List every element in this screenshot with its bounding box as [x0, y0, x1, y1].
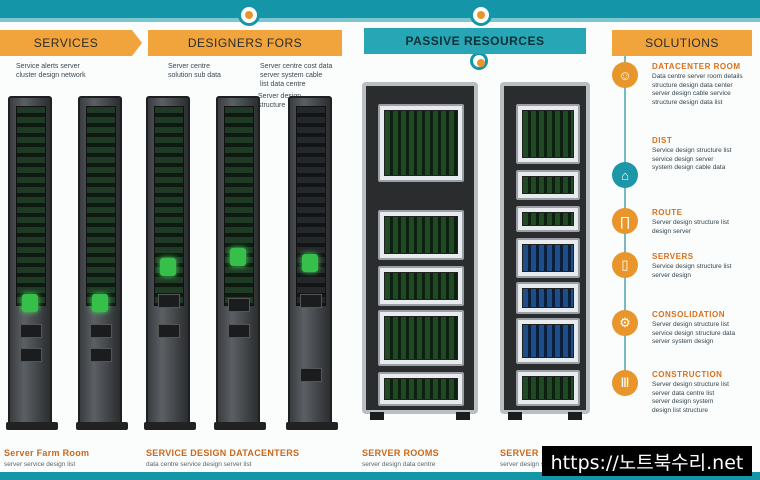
- tower-window: [296, 106, 326, 306]
- drive-bay: [158, 324, 180, 338]
- list-title: CONSOLIDATION: [652, 310, 726, 319]
- footer-text-4: server design structure: [500, 461, 567, 468]
- tower-base: [6, 422, 58, 430]
- rack-unit: [516, 104, 580, 164]
- tower-server-3: [144, 96, 196, 430]
- rack-foot: [508, 412, 522, 420]
- drive-bay: [158, 294, 180, 308]
- footer-label-3: SERVER ROOMS: [362, 448, 439, 458]
- footer-text-3: server design data centre: [362, 461, 436, 468]
- timeline-node-left: [238, 4, 260, 26]
- banner-solutions-label: SOLUTIONS: [645, 36, 719, 50]
- tower-base: [76, 422, 128, 430]
- gear-icon: ⚙: [612, 310, 638, 336]
- tower-window: [86, 106, 116, 306]
- tower-server-4: [214, 96, 266, 430]
- rack-foot: [568, 412, 582, 420]
- drive-bay: [300, 368, 322, 382]
- list-title: DIST: [652, 136, 673, 145]
- smile-icon: ☺: [612, 62, 638, 88]
- tower-base: [144, 422, 196, 430]
- drive-bay: [228, 298, 250, 312]
- list-desc: Server design structure list design serv…: [652, 219, 729, 235]
- status-led-icon: [22, 294, 38, 312]
- rack-unit: [378, 210, 464, 260]
- tower-window: [154, 106, 184, 306]
- top-header-bar: [0, 0, 760, 22]
- rack-unit: [516, 206, 580, 232]
- drive-bay: [228, 324, 250, 338]
- bottom-bar: [0, 472, 760, 480]
- banner-passive-label: PASSIVE RESOURCES: [405, 34, 545, 48]
- footer-text-1: server service design list: [4, 461, 76, 468]
- columns-icon: Ⅲ: [612, 370, 638, 396]
- gate-icon: ∏: [612, 208, 638, 234]
- rack-foot: [456, 412, 470, 420]
- rack-unit: [378, 372, 464, 406]
- status-led-icon: [230, 248, 246, 266]
- banner-solutions: SOLUTIONS: [612, 30, 752, 56]
- banner-designers-label: DESIGNERS FORS: [187, 36, 303, 50]
- list-desc: Data centre server room details structur…: [652, 73, 743, 106]
- status-led-icon: [92, 294, 108, 312]
- rack-unit: [378, 104, 464, 182]
- timeline-node-mid: [470, 52, 488, 70]
- banner-services: SERVICES: [0, 30, 142, 56]
- rack-foot: [370, 412, 384, 420]
- caption-1: Service alerts server cluster design net…: [16, 63, 86, 79]
- list-title: CONSTRUCTION: [652, 370, 723, 379]
- rack-unit: [516, 170, 580, 200]
- watermark-link: https://노트북수리.net: [542, 446, 752, 476]
- list-title: DATACENTER ROOM: [652, 62, 741, 71]
- tower-server-5: [286, 96, 338, 430]
- caption-3: Server centre cost data server system ca…: [260, 63, 333, 88]
- caption-2: Server centre solution sub data: [168, 63, 221, 79]
- footer-label-1: Server Farm Room: [4, 448, 90, 458]
- rack-unit: [516, 238, 580, 278]
- rack-unit: [516, 282, 580, 314]
- top-header-stripe: [0, 18, 760, 22]
- rack-unit: [378, 310, 464, 366]
- drive-bay: [20, 348, 42, 362]
- status-led-icon: [160, 258, 176, 276]
- footer-text-2: data centre service design server list: [146, 461, 252, 468]
- tower-server-2: [76, 96, 128, 430]
- drive-bay: [300, 294, 322, 308]
- status-led-icon: [302, 254, 318, 272]
- list-desc: Server design structure list server data…: [652, 381, 729, 414]
- list-title: ROUTE: [652, 208, 683, 217]
- server-rack-left: [362, 82, 478, 420]
- list-desc: Service design structure list service de…: [652, 147, 732, 171]
- timeline-node-right: [470, 4, 492, 26]
- tower-server-1: [6, 96, 58, 430]
- drive-bay: [90, 348, 112, 362]
- rack-unit: [378, 266, 464, 306]
- banner-services-label: SERVICES: [33, 36, 99, 50]
- frame-icon: ▯: [612, 252, 638, 278]
- banner-designers: DESIGNERS FORS: [148, 30, 342, 56]
- tower-window: [16, 106, 46, 306]
- drive-bay: [90, 324, 112, 338]
- rack-unit: [516, 370, 580, 406]
- banner-passive-resources: PASSIVE RESOURCES: [364, 28, 586, 54]
- rack-unit: [516, 318, 580, 364]
- tower-window: [224, 106, 254, 306]
- list-desc: Server design structure list service des…: [652, 321, 736, 345]
- list-desc: Service design structure list server des…: [652, 263, 732, 279]
- tower-base: [286, 422, 338, 430]
- server-rack-right: [500, 82, 590, 420]
- building-icon: ⌂: [612, 162, 638, 188]
- footer-label-2: SERVICE DESIGN DATACENTERS: [146, 448, 300, 458]
- list-title: SERVERS: [652, 252, 694, 261]
- drive-bay: [20, 324, 42, 338]
- tower-base: [214, 422, 266, 430]
